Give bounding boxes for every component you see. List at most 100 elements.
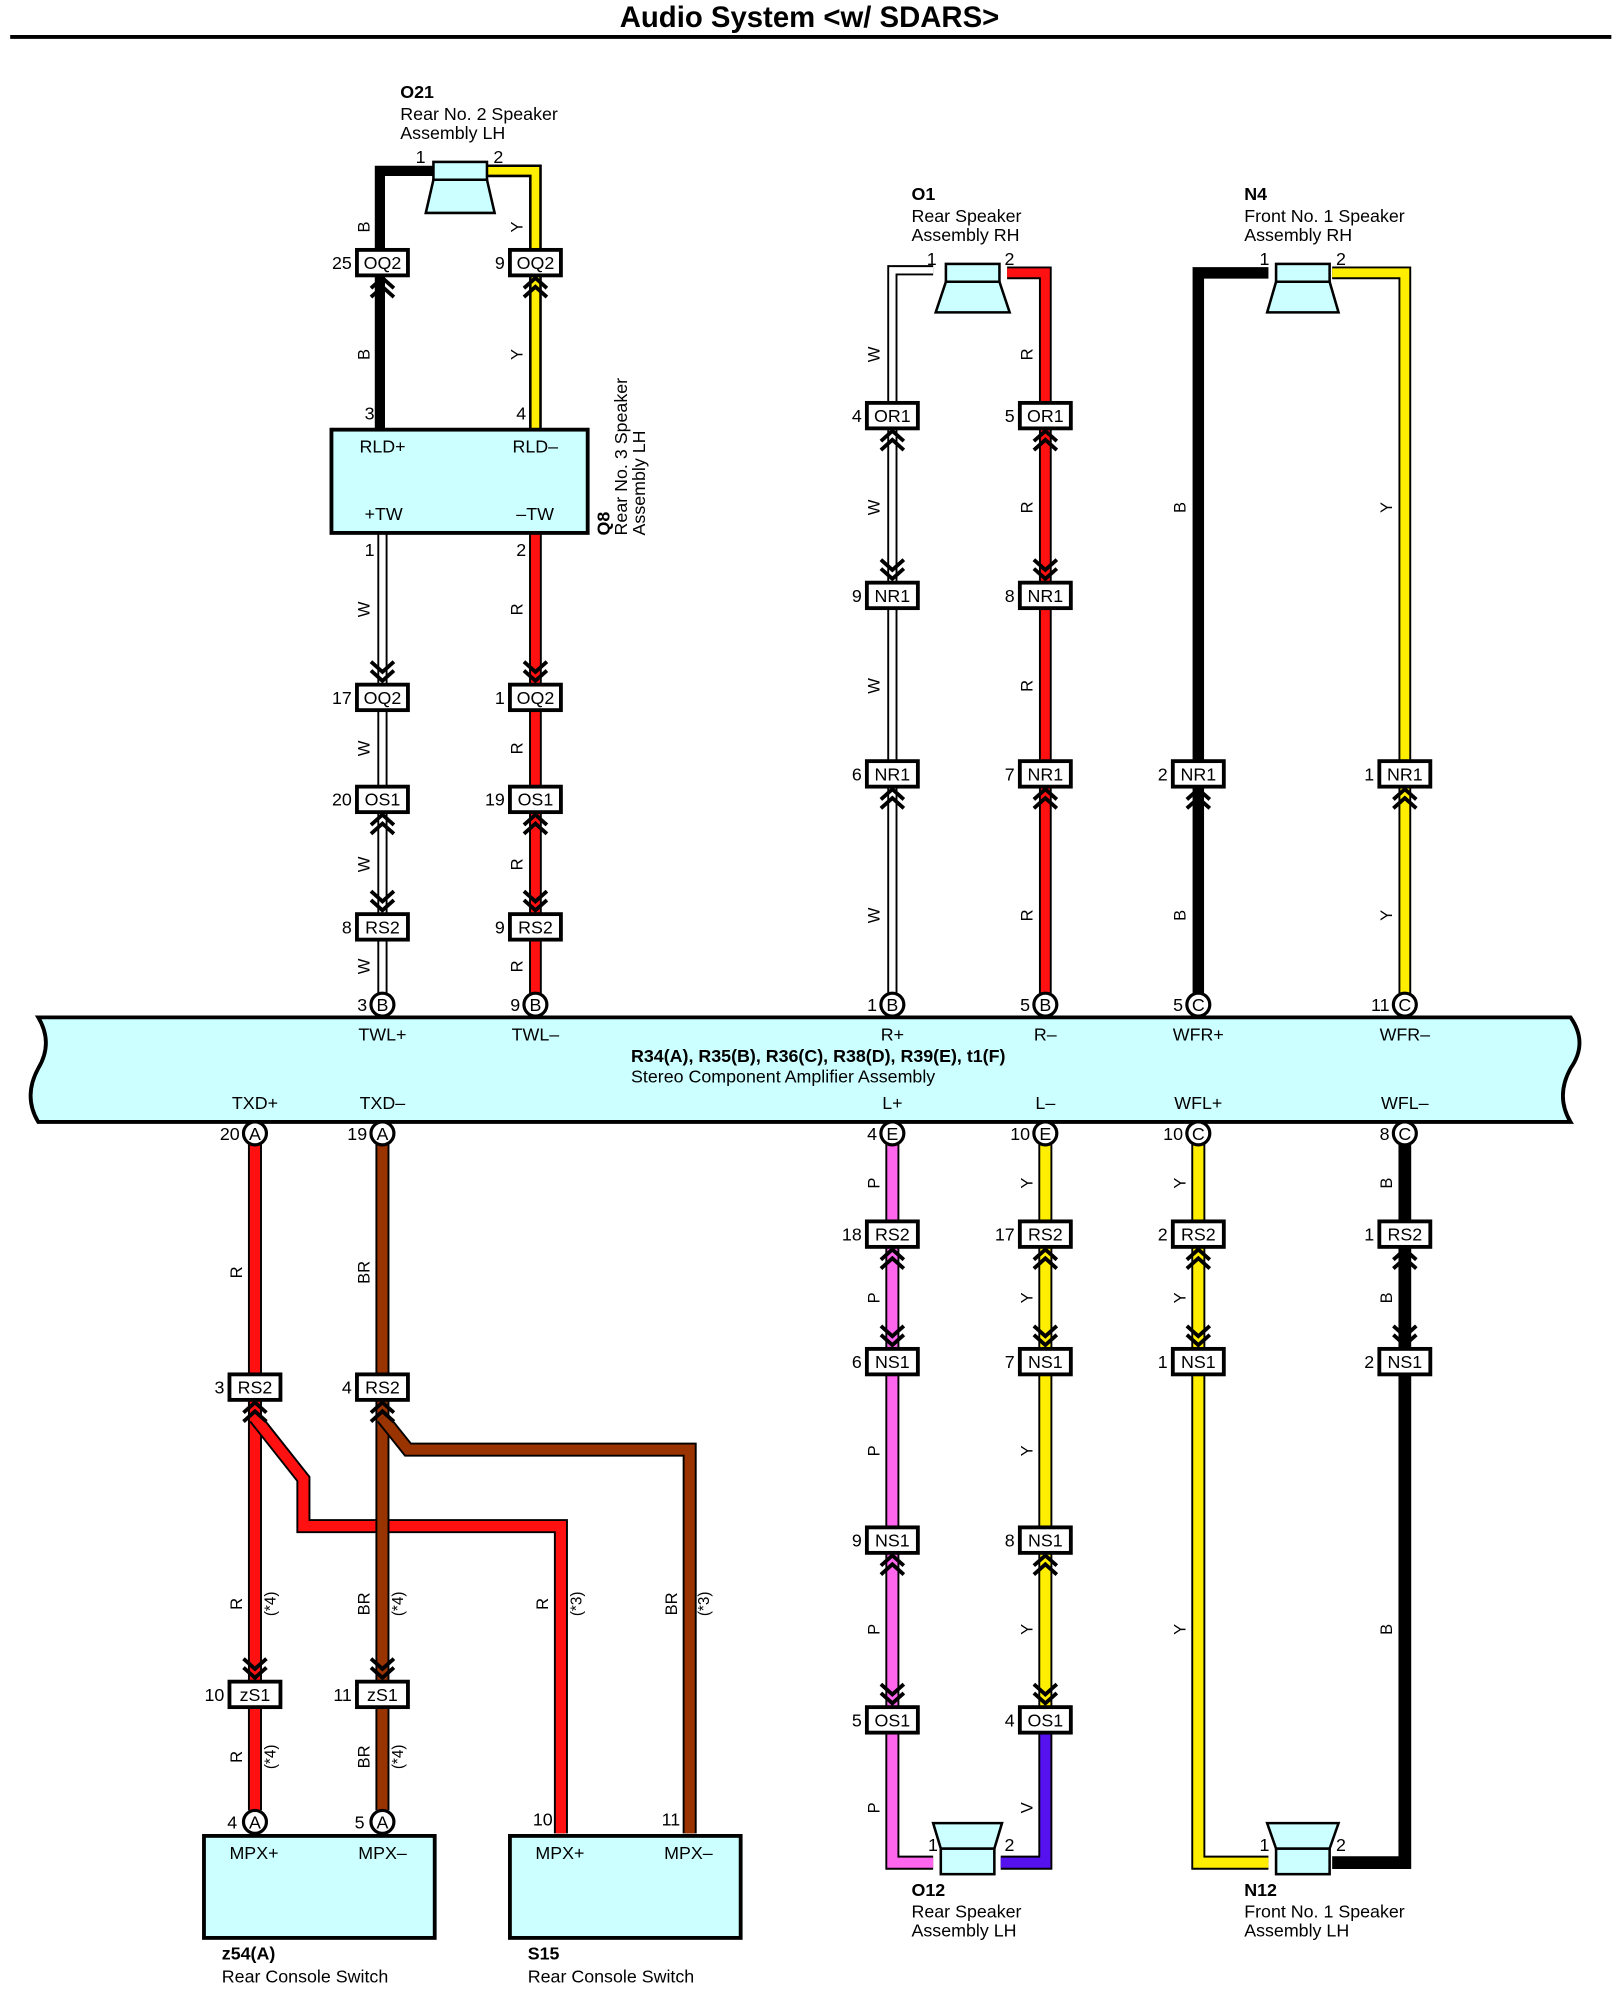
connector-arrow-icon xyxy=(879,428,906,443)
connector-code: NR1 xyxy=(1028,764,1064,784)
switch-terminal: MPX+ xyxy=(535,1843,584,1863)
connector-code: OS1 xyxy=(518,790,554,810)
component-name: Assembly RH xyxy=(1244,225,1352,245)
conn-letter: C xyxy=(1398,1124,1411,1144)
speaker-q8: RLD+ RLD– +TW –TW 3 4 1 2 Q8 Rear No. 3 … xyxy=(329,378,649,560)
terminal-label: TWL+ xyxy=(358,1024,406,1044)
pin-number: 1 xyxy=(365,540,375,560)
connector-arrow-icon xyxy=(879,795,906,810)
wires xyxy=(247,164,1412,1870)
wire-color-label: R xyxy=(1018,348,1037,360)
connector-pin: 1 xyxy=(1158,1352,1168,1372)
pin-number: 4 xyxy=(227,1812,237,1832)
connector-arrow-icon xyxy=(1032,1246,1059,1262)
wire-color-label: Y xyxy=(1377,910,1396,921)
connector-pin: 1 xyxy=(1364,764,1374,784)
wire-color-label: R xyxy=(508,742,527,754)
connector-pin: 8 xyxy=(342,917,352,937)
pin-number: 19 xyxy=(347,1124,367,1144)
wire-n4-black xyxy=(1192,267,1269,995)
connector-arrow-icon xyxy=(522,275,549,290)
connector-arrow-icon xyxy=(879,1246,906,1262)
connector-pin: 18 xyxy=(842,1225,862,1245)
connector-code: NS1 xyxy=(875,1352,910,1372)
wire-color-label: BR xyxy=(662,1592,681,1615)
connector-arrow-icon xyxy=(369,898,396,913)
connector-arrow-icon xyxy=(1032,428,1059,443)
terminal-label: L+ xyxy=(882,1093,902,1113)
wire-wfl-plus-yellow xyxy=(1193,1142,1269,1868)
wire-color-label: W xyxy=(355,856,374,872)
connector-code: RS2 xyxy=(1028,1225,1063,1245)
connector-code: OQ2 xyxy=(364,253,402,273)
terminal-label: WFL– xyxy=(1381,1093,1429,1113)
terminal-label: TXD– xyxy=(360,1093,406,1113)
connector-code: NS1 xyxy=(1181,1352,1216,1372)
pin-number: 1 xyxy=(416,147,426,167)
wire-o21-pin1-black xyxy=(374,165,434,430)
wire-note-label: (*4) xyxy=(390,1745,407,1770)
switch-terminal: MPX– xyxy=(358,1843,407,1863)
connector-pin: 11 xyxy=(333,1685,352,1705)
amp-terminal-circles-top: B3 B9 B1 B5 C5 C11 xyxy=(357,991,1418,1018)
pin-number: 2 xyxy=(493,147,503,167)
connector-pin: 6 xyxy=(852,1352,862,1372)
wire-color-label: R xyxy=(1018,680,1037,692)
speaker-o1: O1 Rear Speaker Assembly RH 1 2 xyxy=(911,184,1022,314)
wire-color-label: B xyxy=(1377,1292,1396,1303)
pin-number: 1 xyxy=(867,995,877,1015)
connector-arrow-icon xyxy=(879,1552,906,1568)
wire-note-label: (*3) xyxy=(696,1592,713,1617)
connector-code: OS1 xyxy=(875,1710,911,1730)
connector-arrow-icon xyxy=(369,275,396,290)
conn-letter: B xyxy=(529,995,541,1015)
wire-txd-minus-branch xyxy=(378,1414,695,1834)
connector-arrow-icon xyxy=(879,1691,906,1706)
wire-color-label: W xyxy=(865,678,884,694)
wire-color-label: B xyxy=(355,221,374,232)
connector-box xyxy=(1017,400,1073,431)
connector-arrow-icon xyxy=(1185,1246,1212,1262)
wire-color-label: B xyxy=(1377,1624,1396,1635)
component-name: Rear Console Switch xyxy=(222,1967,388,1987)
connector-arrow-icon xyxy=(879,567,906,582)
q8-terminal: RLD+ xyxy=(359,437,405,457)
speaker-n12: N12 Front No. 1 Speaker Assembly LH 1 2 xyxy=(1244,1821,1405,1941)
wire-color-label: Y xyxy=(1171,1624,1190,1635)
pin-number: 1 xyxy=(1260,249,1270,269)
component-name: Rear No. 3 Speaker xyxy=(611,378,631,536)
connector-arrow-icon xyxy=(879,1561,906,1576)
connector-code: RS2 xyxy=(875,1225,910,1245)
connector-arrow-icon xyxy=(1032,1691,1059,1706)
terminal-label: WFR– xyxy=(1380,1024,1431,1044)
wire-note-label: (*4) xyxy=(262,1745,279,1770)
connector-arrow-icon xyxy=(369,284,396,299)
connector-box xyxy=(355,1372,410,1402)
connector-box xyxy=(864,580,920,611)
connector-box xyxy=(1170,1346,1226,1377)
wire-color-label: R xyxy=(227,1598,246,1610)
component-id: O12 xyxy=(911,1880,945,1900)
pin-number: 1 xyxy=(928,1835,938,1855)
connector-arrow-icon xyxy=(1032,1682,1059,1697)
connector-pin: 8 xyxy=(1005,586,1015,606)
connector-pin: 2 xyxy=(1158,1225,1168,1245)
connector-pin: 1 xyxy=(1364,1225,1374,1245)
wire-color-label: B xyxy=(1171,502,1190,513)
wire-color-label: Y xyxy=(1018,1624,1037,1635)
conn-letter: A xyxy=(249,1812,261,1832)
connector-pin: 19 xyxy=(485,790,505,810)
pin-number: 9 xyxy=(510,995,520,1015)
connector-arrow-icon xyxy=(1032,1333,1059,1348)
connector-arrow-icon xyxy=(369,1408,396,1423)
switch-z54: MPX+ MPX– A 4 A 5 z54(A) Rear Console Sw… xyxy=(202,1808,437,1987)
connector-arrow-icon xyxy=(879,1324,906,1339)
connector-pin: 3 xyxy=(214,1378,224,1398)
connector-pin: 7 xyxy=(1005,764,1015,784)
terminal-label: TWL– xyxy=(512,1024,560,1044)
conn-letter: A xyxy=(376,1124,388,1144)
connector-code: NR1 xyxy=(875,586,911,606)
